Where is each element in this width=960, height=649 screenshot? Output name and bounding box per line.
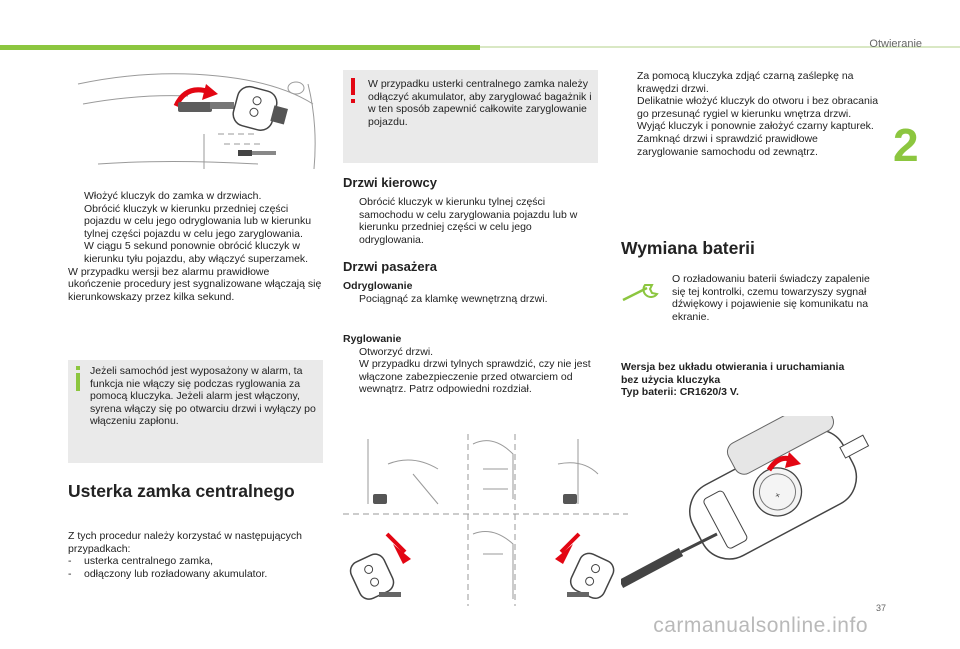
- list-item: W ciągu 5 sekund ponownie obrócić kluczy…: [84, 240, 309, 265]
- list-item: Za pomocą kluczyka zdjąć czarną zaślepkę…: [637, 70, 854, 95]
- passenger-lock: Ryglowanie Otworzyć drzwi. W przypadku d…: [343, 333, 598, 396]
- unlock-label: Odryglowanie: [343, 280, 413, 292]
- lock-label: Ryglowanie: [343, 333, 402, 345]
- fault-intro: Z tych procedur należy korzystać w nastę…: [68, 530, 303, 555]
- header-line: [480, 46, 960, 48]
- passenger-unlock: Odryglowanie Pociągnąć za klamkę wewnętr…: [343, 280, 598, 305]
- list-item: -usterka centralnego zamka,: [68, 555, 213, 568]
- battery-type: Typ baterii: CR1620/3 V.: [621, 386, 739, 399]
- list-item: W przypadku drzwi tylnych sprawdzić, czy…: [359, 358, 591, 396]
- passenger-lock-steps: Za pomocą kluczyka zdjąć czarną zaślepkę…: [621, 70, 879, 158]
- heading-passenger-door: Drzwi pasażera: [343, 259, 437, 274]
- version-label: Wersja bez układu otwierania i uruchamia…: [621, 361, 845, 386]
- heading-central-lock-fault: Usterka zamka centralnego: [68, 481, 295, 501]
- section-title: Otwieranie: [869, 38, 922, 50]
- list-item: Obrócić kluczyk w kierunku tylnej części…: [359, 196, 578, 246]
- battery-version-info: Wersja bez układu otwierania i uruchamia…: [621, 361, 861, 399]
- chapter-number: 2: [893, 119, 919, 171]
- procedure-note: W przypadku wersji bez alarmu prawidłowe…: [68, 265, 322, 303]
- list-item: Delikatnie włożyć kluczyk do otworu i be…: [637, 95, 879, 120]
- list-item: Wyjąć kluczyk i ponownie założyć czarny …: [637, 120, 874, 133]
- fault-usage-text: Z tych procedur należy korzystać w nastę…: [68, 530, 324, 580]
- key-lock-steps: Włożyć kluczyk do zamka w drzwiach. Obró…: [68, 190, 324, 303]
- heading-battery-replacement: Wymiana baterii: [621, 238, 755, 258]
- page-number: 37: [875, 603, 886, 613]
- warning-icon: [350, 78, 356, 104]
- warning-box: W przypadku usterki centralnego zamka na…: [343, 70, 598, 163]
- info-icon: [75, 366, 80, 391]
- key-fob-battery-illustration: +: [621, 416, 883, 592]
- info-box: Jeżeli samochód jest wyposażony w alarm,…: [68, 360, 323, 463]
- list-item: Obrócić kluczyk w kierunku przedniej czę…: [84, 202, 312, 240]
- svg-text:+: +: [773, 490, 782, 501]
- heading-driver-door: Drzwi kierowcy: [343, 175, 437, 190]
- warning-box-text: W przypadku usterki centralnego zamka na…: [368, 78, 592, 128]
- info-box-text: Jeżeli samochód jest wyposażony w alarm,…: [90, 365, 316, 428]
- list-item: -odłączony lub rozładowany akumulator.: [68, 567, 268, 580]
- battery-warning-text: O rozładowaniu baterii świadczy zapaleni…: [672, 273, 870, 323]
- driver-door-steps: Obrócić kluczyk w kierunku tylnej części…: [343, 196, 598, 246]
- list-item: Zamknąć drzwi i sprawdzić prawidłowe zar…: [637, 132, 818, 158]
- header-accent-bar: [0, 45, 480, 50]
- door-mechanism-illustration: [343, 434, 628, 606]
- list-item: Włożyć kluczyk do zamka w drzwiach.: [84, 190, 262, 202]
- watermark: carmanualsonline.info: [653, 614, 868, 637]
- list-item: Otworzyć drzwi.: [359, 345, 434, 358]
- door-lock-illustration: [68, 64, 324, 176]
- wrench-warning-icon: [621, 282, 663, 304]
- list-item: Pociągnąć za klamkę wewnętrzną drzwi.: [359, 292, 548, 305]
